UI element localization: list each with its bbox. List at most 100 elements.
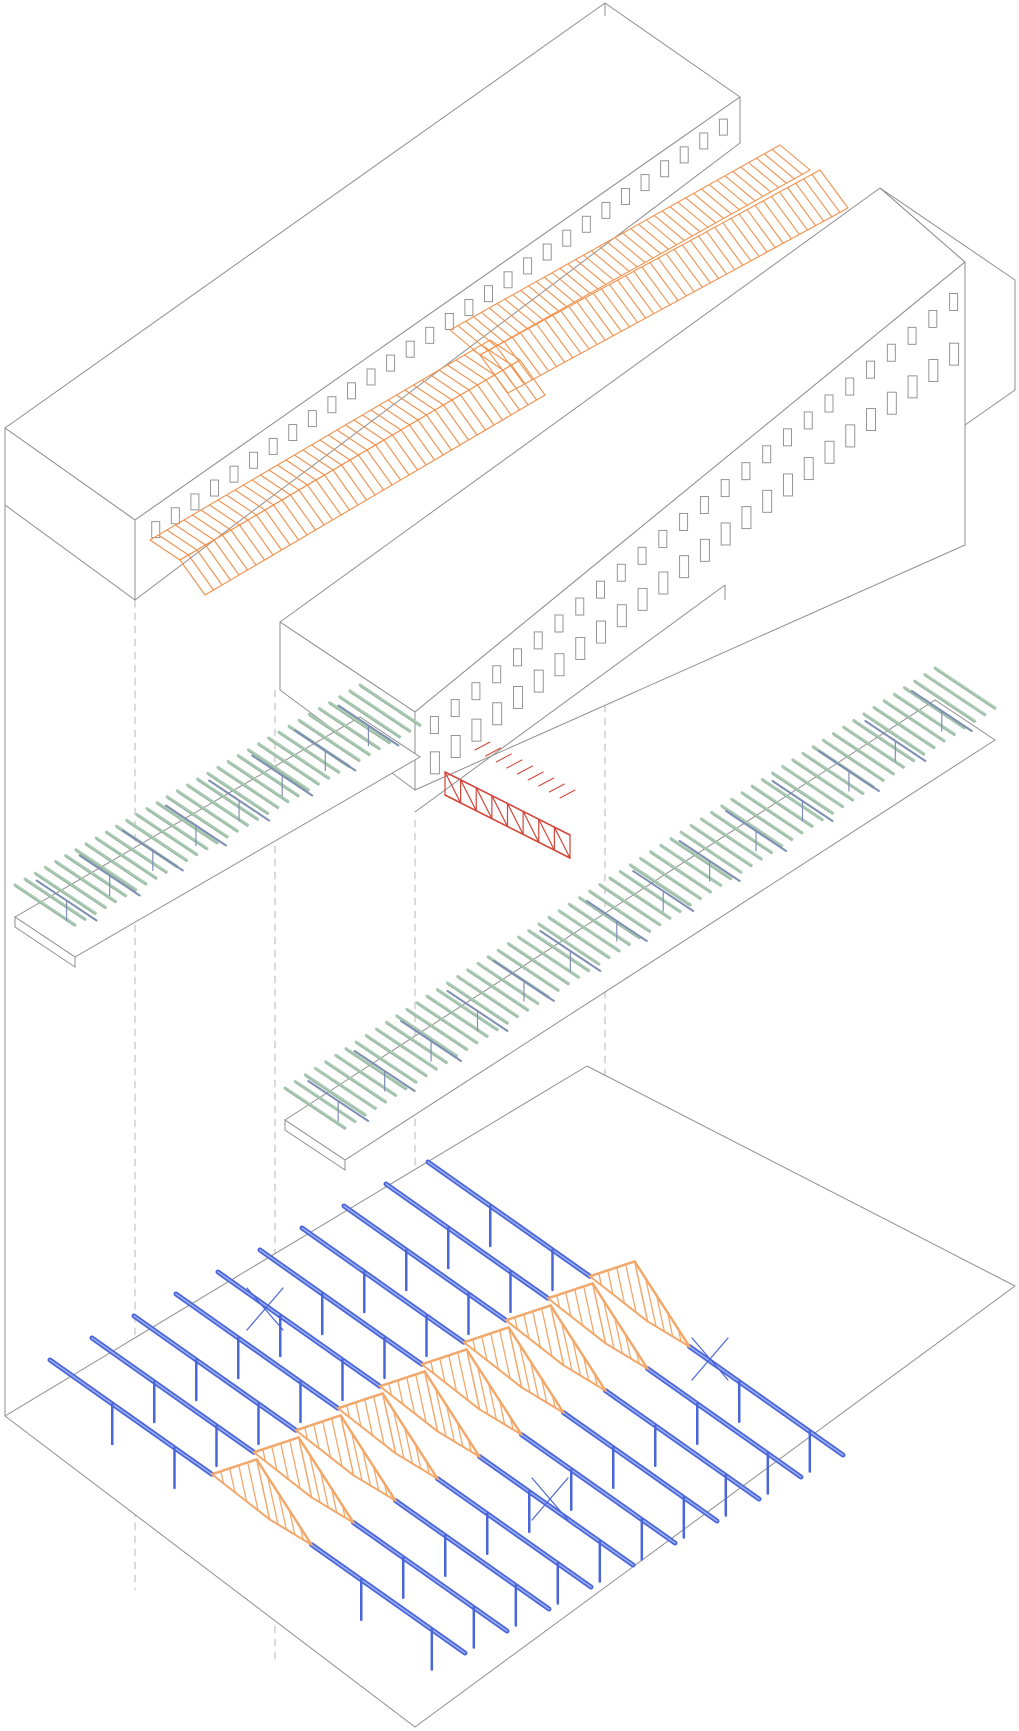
roof-rafter [217,499,249,521]
roof-rafter [519,359,546,396]
window [444,312,454,330]
window [533,669,544,693]
window [513,648,522,667]
window [699,132,709,150]
truss-web [364,1398,374,1437]
window [886,343,896,362]
steel-beam-highlight [436,1477,592,1588]
deck-slat-edge [365,1036,427,1078]
truss-top-chord [465,1348,523,1436]
window [949,342,960,366]
deck-slat [608,876,672,920]
deck-slat [74,848,138,892]
deck-slat [527,929,591,972]
truss-bottom-chord [310,1496,355,1524]
window [616,604,627,628]
truss-bottom-chord [352,1474,397,1502]
red-truss-purlin [527,771,544,781]
deck-slat [348,689,412,733]
truss-web [456,1421,464,1448]
roof-rafter [819,169,849,209]
roof-rafter [370,409,402,431]
steel-beam-highlight [301,1227,465,1344]
cross-brace [691,1337,729,1381]
roof-rafter [408,424,436,461]
deck-slat [903,686,967,730]
window [762,489,773,513]
roof-rafter [340,464,368,501]
truss-bottom-chord [588,1275,649,1323]
roof-rafter [457,325,489,352]
roof-rafter [383,439,410,476]
deck-slat [54,859,118,903]
truss-web [238,1464,248,1503]
truss-web [448,1354,458,1393]
truss-web [523,1313,530,1339]
truss-web [487,1382,498,1421]
roof-rafter [191,514,224,536]
deck-slat-edge [34,874,96,916]
truss-top-chord [255,1458,313,1546]
ground-plane-outline [4,1065,1016,1728]
window [803,411,813,430]
roof-rafter [592,292,622,332]
deck-slat [33,871,97,915]
roof-rafter [272,504,300,541]
deck-slat-edge [298,721,360,763]
red-truss-purlin [506,759,523,769]
window [824,440,835,464]
window [886,391,897,415]
truss-king-post [423,1370,439,1433]
roof-rafter [779,144,811,171]
truss-web [350,1431,363,1482]
truss-web [397,1379,404,1405]
deck-slat-edge [924,675,986,717]
deck-slat [283,1086,347,1130]
cross-brace [246,1287,284,1331]
deck-slat-edge [227,762,289,804]
window [151,521,161,539]
deck-slat [628,863,692,907]
deck-slat [689,824,753,867]
roof-rafter [234,489,266,511]
roof-rafter [559,267,591,294]
deck-slat-edge [914,682,975,723]
deck-slat-edge [934,669,996,710]
truss-web [574,1288,584,1327]
roof-rafter [238,524,266,561]
roof-rafter [298,489,325,526]
red-truss-purlin [538,777,555,787]
truss-web [499,1329,511,1380]
window [170,507,180,525]
window [425,326,435,344]
roof-rafter [503,341,533,381]
window [741,462,751,481]
truss-king-post [591,1282,607,1345]
deck-slat [395,1014,459,1058]
truss-web [373,1395,385,1446]
deck-slat [882,699,946,743]
red-truss-purlin [495,753,512,763]
roof-rafter [755,157,787,184]
truss-web [644,1277,657,1328]
upper-block-front-face [134,96,741,601]
deck-slat-edge [376,1030,437,1071]
roof-rafter [625,275,655,315]
truss-web [514,1316,519,1330]
truss-top-chord [210,1458,258,1476]
truss-bottom-chord [420,1363,481,1411]
deck-slat [831,732,895,776]
deck-slat-edge [802,754,864,796]
deck-slat [293,1079,357,1123]
roof-rafter [630,228,662,255]
roof-rafter [204,544,232,581]
roof-rafter [264,509,291,546]
truss-bottom-chord [604,1342,649,1370]
roof-rafter [395,394,428,416]
deck-slat [374,1027,438,1071]
truss-web [613,1316,624,1355]
deck-slat-edge [508,944,569,986]
deck-slat-edge [146,809,208,851]
deck-slab-edge [284,1119,346,1171]
deck-slat-edge [437,990,498,1032]
